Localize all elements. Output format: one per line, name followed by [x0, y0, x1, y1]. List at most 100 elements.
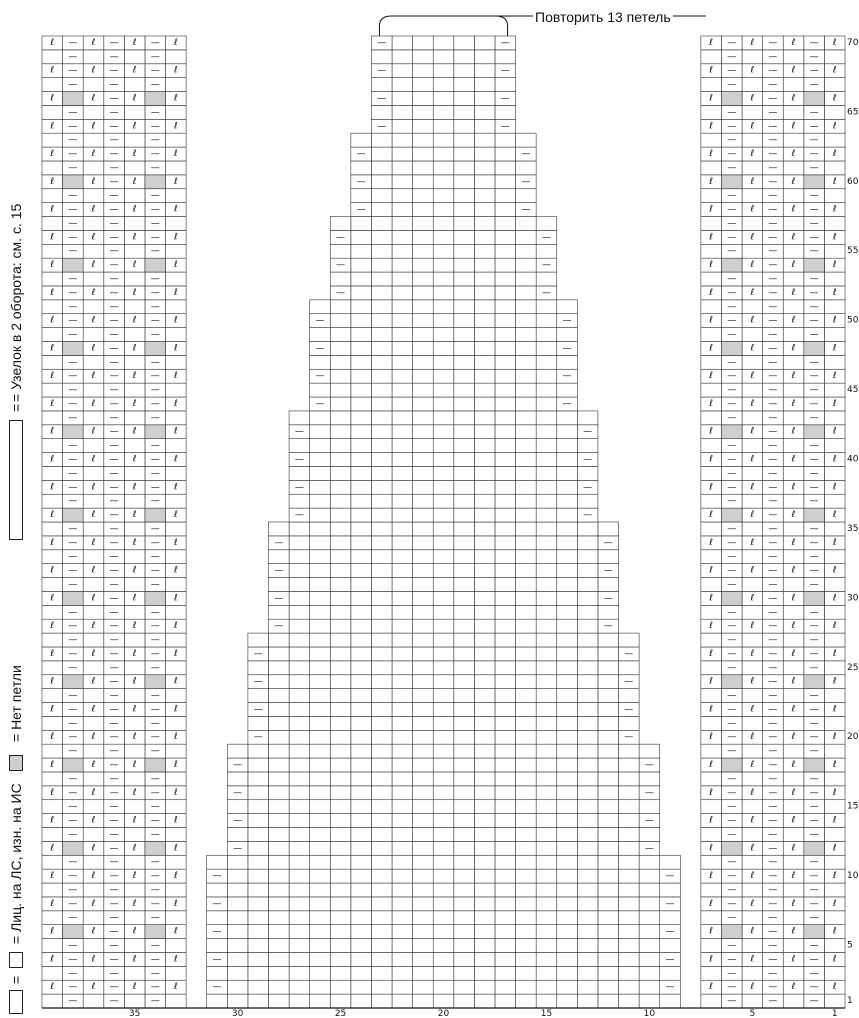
chart-cell — [392, 328, 413, 342]
no-stitch-cell — [721, 92, 742, 106]
chart-symbol: ℓ — [832, 288, 837, 298]
chart-cell — [351, 689, 372, 703]
chart-cell — [371, 786, 392, 800]
chart-cell — [454, 605, 475, 619]
chart-cell — [454, 633, 475, 647]
chart-cell — [413, 508, 434, 522]
chart-cell — [536, 564, 557, 578]
chart-symbol: — — [213, 871, 222, 881]
chart-cell — [42, 716, 63, 730]
chart-cell — [783, 355, 804, 369]
chart-symbol: — — [810, 316, 819, 326]
chart-cell — [351, 425, 372, 439]
chart-cell — [474, 814, 495, 828]
chart-cell — [310, 564, 331, 578]
chart-cell — [433, 425, 454, 439]
chart-cell — [742, 550, 763, 564]
chart-symbol: — — [377, 38, 386, 48]
chart-cell — [227, 772, 248, 786]
chart-cell — [310, 522, 331, 536]
chart-symbol: ℓ — [91, 66, 96, 76]
chart-cell — [289, 980, 310, 994]
chart-cell — [413, 591, 434, 605]
chart-cell — [742, 300, 763, 314]
chart-cell — [619, 814, 640, 828]
column-number: 10 — [644, 1009, 656, 1018]
chart-symbol: ℓ — [791, 677, 796, 687]
chart-symbol: — — [810, 302, 819, 312]
chart-symbol: — — [110, 843, 119, 853]
chart-symbol: ℓ — [832, 566, 837, 576]
chart-symbol: — — [727, 371, 736, 381]
chart-cell — [413, 939, 434, 953]
chart-cell — [268, 703, 289, 717]
chart-cell — [557, 328, 578, 342]
chart-symbol: — — [68, 468, 77, 478]
chart-symbol: — — [810, 816, 819, 826]
chart-cell — [495, 772, 516, 786]
chart-symbol: — — [110, 635, 119, 645]
chart-cell — [310, 328, 331, 342]
chart-symbol: — — [810, 552, 819, 562]
chart-cell — [83, 744, 104, 758]
chart-cell — [433, 78, 454, 92]
chart-symbol: — — [110, 774, 119, 784]
chart-cell — [536, 869, 557, 883]
chart-cell — [433, 105, 454, 119]
chart-cell — [330, 939, 351, 953]
chart-cell — [227, 925, 248, 939]
chart-cell — [742, 50, 763, 64]
chart-symbol: ℓ — [49, 621, 54, 631]
chart-symbol: — — [151, 732, 160, 742]
chart-symbol: ℓ — [173, 732, 178, 742]
chart-cell — [495, 897, 516, 911]
chart-symbol: ℓ — [791, 343, 796, 353]
chart-symbol: — — [68, 829, 77, 839]
chart-symbol: — — [768, 982, 777, 992]
chart-cell — [310, 883, 331, 897]
chart-cell — [495, 175, 516, 189]
chart-cell — [598, 980, 619, 994]
chart-cell — [124, 716, 145, 730]
chart-cell — [598, 578, 619, 592]
chart-symbol: — — [768, 343, 777, 353]
chart-symbol: — — [810, 871, 819, 881]
chart-cell — [783, 411, 804, 425]
chart-cell — [474, 300, 495, 314]
chart-symbol: — — [768, 677, 777, 687]
chart-cell — [330, 605, 351, 619]
chart-symbol: ℓ — [832, 788, 837, 798]
chart-cell — [474, 147, 495, 161]
chart-cell — [268, 814, 289, 828]
chart-cell — [433, 675, 454, 689]
chart-symbol: — — [768, 80, 777, 90]
chart-cell — [557, 883, 578, 897]
chart-cell — [516, 800, 537, 814]
chart-symbol: — — [501, 93, 510, 103]
chart-cell — [392, 244, 413, 258]
chart-symbol: — — [727, 135, 736, 145]
chart-symbol: — — [810, 496, 819, 506]
chart-cell — [289, 994, 310, 1008]
chart-cell — [83, 439, 104, 453]
chart-cell — [124, 883, 145, 897]
chart-cell — [474, 550, 495, 564]
chart-cell — [310, 439, 331, 453]
chart-cell — [330, 300, 351, 314]
chart-cell — [701, 744, 722, 758]
chart-cell — [474, 939, 495, 953]
chart-symbol: — — [110, 52, 119, 62]
chart-symbol: ℓ — [708, 982, 713, 992]
chart-cell — [371, 203, 392, 217]
chart-cell — [371, 147, 392, 161]
chart-symbol: ℓ — [91, 399, 96, 409]
chart-cell — [454, 397, 475, 411]
chart-symbol: — — [68, 302, 77, 312]
chart-symbol: ℓ — [832, 38, 837, 48]
chart-cell — [371, 161, 392, 175]
chart-symbol: — — [727, 455, 736, 465]
chart-symbol: — — [110, 802, 119, 812]
chart-symbol: — — [624, 677, 633, 687]
chart-cell — [557, 897, 578, 911]
chart-cell — [433, 300, 454, 314]
